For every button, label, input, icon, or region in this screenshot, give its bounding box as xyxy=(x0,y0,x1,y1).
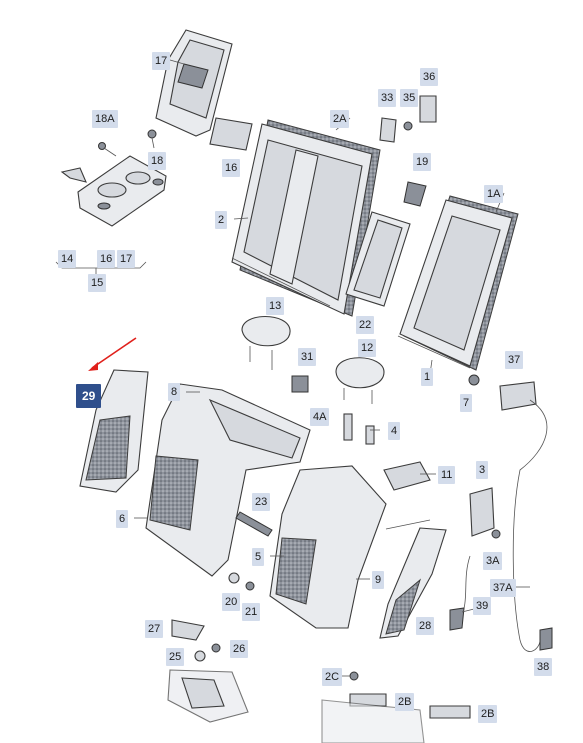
callout-l16b[interactable]: 16 xyxy=(97,250,116,268)
callout-l3A[interactable]: 3A xyxy=(483,552,503,570)
callout-l33[interactable]: 33 xyxy=(378,89,397,107)
callout-l1A[interactable]: 1A xyxy=(484,185,504,203)
right-backrest-frame xyxy=(397,195,519,371)
left-backrest-frame xyxy=(231,119,381,317)
left-backrest-cover-6 xyxy=(145,383,311,577)
callout-l5[interactable]: 5 xyxy=(252,548,265,566)
bracket-33-part xyxy=(379,117,397,143)
callout-l2Bb[interactable]: 2B xyxy=(478,705,498,723)
callout-l37[interactable]: 37 xyxy=(505,351,524,369)
clip-25 xyxy=(194,650,206,662)
callout-l6[interactable]: 6 xyxy=(116,510,129,528)
callout-l4[interactable]: 4 xyxy=(388,422,401,440)
callout-l2Ba[interactable]: 2B xyxy=(395,693,415,711)
callout-l18A[interactable]: 18A xyxy=(92,110,118,128)
callout-l13[interactable]: 13 xyxy=(266,297,285,315)
callout-l2[interactable]: 2 xyxy=(215,211,228,229)
release-38-part xyxy=(539,627,553,651)
headrest-12 xyxy=(335,357,385,404)
armrest-frame-part xyxy=(155,29,233,137)
callout-l39[interactable]: 39 xyxy=(473,597,492,615)
callout-l17b[interactable]: 17 xyxy=(117,250,136,268)
headrest-13 xyxy=(241,315,291,370)
callout-l20[interactable]: 20 xyxy=(222,593,241,611)
callout-l14[interactable]: 14 xyxy=(58,250,77,268)
cap-36-part xyxy=(419,95,437,123)
callout-l35[interactable]: 35 xyxy=(400,89,419,107)
callout-l31[interactable]: 31 xyxy=(298,348,317,366)
mat-part-22 xyxy=(345,211,411,307)
guide-4a xyxy=(343,413,353,441)
screw-18 xyxy=(147,129,157,149)
side-panel-28 xyxy=(379,527,447,639)
screw-21 xyxy=(245,581,255,591)
callout-l25[interactable]: 25 xyxy=(166,648,185,666)
cover-11-part xyxy=(383,461,431,491)
callout-l19[interactable]: 19 xyxy=(413,153,432,171)
callout-l28[interactable]: 28 xyxy=(416,617,435,635)
callout-l23[interactable]: 23 xyxy=(252,493,271,511)
guide-4 xyxy=(365,425,375,445)
screw-26 xyxy=(211,643,221,653)
latch-19-part xyxy=(403,181,427,207)
callout-l27[interactable]: 27 xyxy=(145,620,164,638)
screw-3a xyxy=(491,529,501,539)
nut-20 xyxy=(228,572,240,584)
callout-l3[interactable]: 3 xyxy=(476,461,489,479)
right-backrest-cover-5 xyxy=(269,465,387,629)
callout-l12[interactable]: 12 xyxy=(358,339,377,357)
screw-35 xyxy=(403,121,413,131)
callout-l37A[interactable]: 37A xyxy=(490,579,516,597)
clip-14-part xyxy=(60,167,87,183)
side-bolster-29 xyxy=(79,369,149,493)
connector-39-part xyxy=(449,607,465,631)
callout-l17[interactable]: 17 xyxy=(152,52,171,70)
release-unit-37 xyxy=(499,381,548,652)
callout-l11[interactable]: 11 xyxy=(438,466,456,484)
strip-23-part xyxy=(235,511,273,537)
screw-18a xyxy=(98,142,117,157)
callout-l2A[interactable]: 2A xyxy=(330,110,350,128)
callout-l9[interactable]: 9 xyxy=(372,571,385,589)
cover-plate-part xyxy=(209,117,253,151)
plate-2b-b xyxy=(429,705,471,719)
callout-l38[interactable]: 38 xyxy=(534,658,553,676)
callout-l2C[interactable]: 2C xyxy=(322,668,343,686)
callout-l7[interactable]: 7 xyxy=(460,394,473,412)
callout-l8[interactable]: 8 xyxy=(168,383,181,401)
callout-l16[interactable]: 16 xyxy=(222,159,241,177)
callout-l4A[interactable]: 4A xyxy=(310,408,330,426)
base-plate-left xyxy=(167,669,249,723)
bracket-27-part xyxy=(171,619,205,641)
callout-l18[interactable]: 18 xyxy=(148,152,167,170)
screw-2c xyxy=(349,671,359,681)
callout-l26[interactable]: 26 xyxy=(230,640,249,658)
callout-l29[interactable]: 29 xyxy=(76,384,102,408)
callout-l1[interactable]: 1 xyxy=(421,368,434,386)
cup-holder-part xyxy=(77,155,167,227)
callout-l22[interactable]: 22 xyxy=(356,316,375,334)
callout-l36[interactable]: 36 xyxy=(420,68,439,86)
button-31-part xyxy=(291,375,309,393)
pointer-arrow xyxy=(88,337,137,371)
callout-l21[interactable]: 21 xyxy=(242,603,261,621)
screw-7 xyxy=(468,374,480,386)
callout-l15[interactable]: 15 xyxy=(88,274,107,292)
hinge-3-part xyxy=(469,487,495,537)
